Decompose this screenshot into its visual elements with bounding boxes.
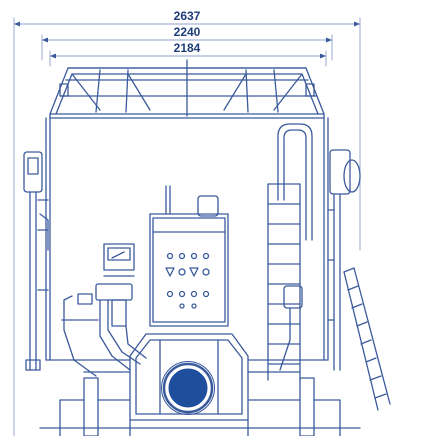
hydraulic-block xyxy=(61,283,147,377)
main-body xyxy=(45,113,329,361)
dimension-lines xyxy=(13,17,361,436)
fan-icon xyxy=(161,361,215,415)
dimension-label-body: 2184 xyxy=(174,41,201,55)
hopper-frame xyxy=(49,59,325,117)
left-side-assembly xyxy=(23,151,49,371)
base-frame xyxy=(39,359,361,436)
right-side-assembly xyxy=(327,149,361,371)
dimension-label-track: 2240 xyxy=(174,25,201,39)
dimension-label-overall: 2637 xyxy=(174,9,201,23)
dimension-arrows xyxy=(14,21,360,59)
gauge-icon xyxy=(103,243,135,277)
right-actuator xyxy=(279,285,303,371)
control-panel-icon xyxy=(149,185,229,327)
side-ladder-icon xyxy=(343,267,391,411)
fan-housing xyxy=(129,333,249,436)
machine-outline xyxy=(23,59,391,436)
access-ladder-icon xyxy=(267,123,313,381)
